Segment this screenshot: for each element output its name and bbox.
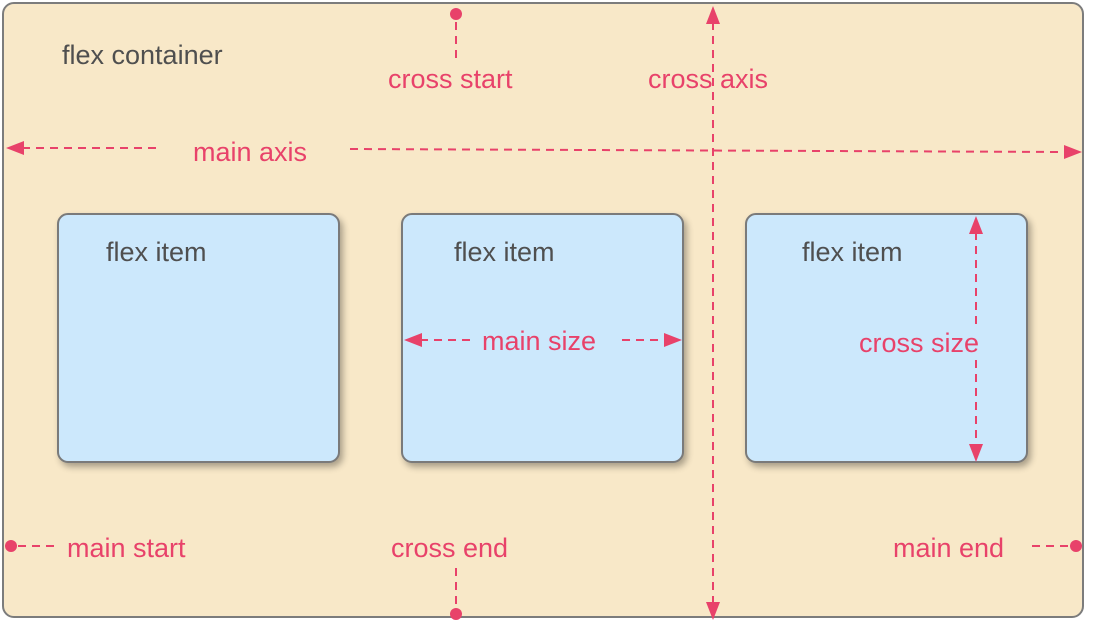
flex-item-1 <box>57 213 340 463</box>
flex-item-2 <box>401 213 684 463</box>
flex-item-label-3: flex item <box>802 237 903 267</box>
cross-end-label: cross end <box>391 533 509 563</box>
main-size-label: main size <box>482 326 597 356</box>
flex-item-label-1: flex item <box>106 237 207 267</box>
main-axis-label: main axis <box>193 137 308 167</box>
main-start-label: main start <box>67 533 186 563</box>
flex-item-3 <box>745 213 1028 463</box>
cross-axis-label: cross axis <box>648 64 769 94</box>
flex-item-label-2: flex item <box>454 237 555 267</box>
cross-size-label: cross size <box>859 328 980 358</box>
main-end-label: main end <box>893 533 1005 563</box>
flex-container-label: flex container <box>62 40 223 70</box>
cross-start-label: cross start <box>388 64 513 94</box>
